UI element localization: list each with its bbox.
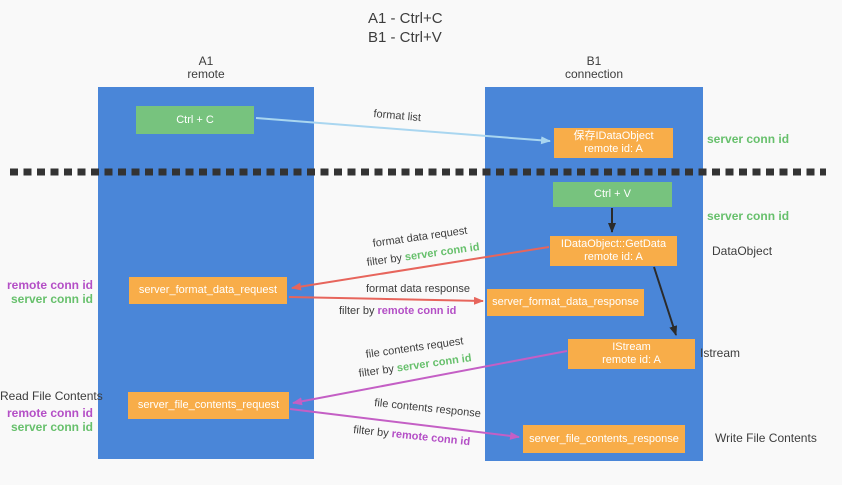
file-contents-response-filter-label: filter by remote conn id (353, 424, 471, 448)
server-format-data-response-label: server_format_data_response (492, 296, 639, 308)
filter-by-text-2: filter by (339, 305, 378, 317)
ctrl-c-label: Ctrl + C (176, 113, 214, 126)
filter-by-text-1: filter by (366, 251, 406, 269)
file-contents-response-label: file contents response (373, 397, 482, 421)
lane-b1-subtitle: connection (564, 67, 624, 81)
format-data-response-label: format data response (366, 283, 470, 295)
lane-a1-title: A1 (198, 54, 214, 68)
server-file-contents-request-label: server_file_contents_request (137, 399, 280, 411)
title-line-a1: A1 - Ctrl+C (368, 10, 443, 27)
diagram-title: A1 - Ctrl+C B1 - Ctrl+V (368, 9, 443, 47)
lane-header-b1: B1 connection (485, 55, 703, 81)
server-conn-id-label-mid: server conn id (707, 209, 790, 223)
server-conn-id-label-top: server conn id (707, 132, 790, 146)
server-file-contents-response-node: server_file_contents_response (523, 425, 685, 453)
remote-conn-id-label-2: remote conn id (6, 406, 93, 420)
lane-a1-subtitle: remote (187, 67, 225, 81)
istream-side-label: Istream (700, 346, 741, 360)
getdata-line2: remote id: A (584, 251, 643, 263)
filter-by-text-3: filter by (358, 362, 398, 380)
istream-line2: remote id: A (602, 354, 661, 366)
save-idataobject-node: 保存IDataObject remote id: A (554, 128, 673, 158)
server-file-contents-request-node: server_file_contents_request (128, 392, 289, 419)
filter-remote-conn-id-1: remote conn id (377, 305, 457, 317)
server-format-data-request-node: server_format_data_request (129, 277, 287, 304)
server-format-data-request-label: server_format_data_request (138, 284, 278, 296)
istream-node: IStream remote id: A (568, 339, 695, 369)
getdata-line1: IDataObject::GetData (560, 238, 667, 250)
ctrl-c-node: Ctrl + C (136, 106, 254, 134)
format-request-conn-id-labels: remote conn id server conn id (0, 278, 93, 306)
server-format-data-response-node: server_format_data_response (487, 289, 644, 316)
server-file-contents-response-label: server_file_contents_response (529, 432, 679, 445)
read-file-contents-label: Read File Contents (0, 389, 103, 403)
filter-server-conn-id-1: server conn id (404, 241, 481, 264)
format-data-response-arrow (288, 296, 484, 305)
filter-by-text-4: filter by (352, 424, 393, 440)
server-conn-id-label-left-2: server conn id (10, 420, 93, 434)
ctrl-v-node: Ctrl + V (553, 182, 672, 207)
ctrl-v-label: Ctrl + V (594, 188, 631, 200)
lane-b1-title: B1 (586, 54, 602, 68)
lane-header-a1: A1 remote (98, 55, 314, 81)
server-conn-id-label-left-1: server conn id (10, 292, 93, 306)
title-line-b1: B1 - Ctrl+V (368, 29, 442, 46)
save-idataobject-line1: 保存IDataObject (573, 130, 654, 142)
dataobject-label: DataObject (712, 244, 773, 258)
remote-conn-id-label-1: remote conn id (6, 278, 93, 292)
idataobject-getdata-node: IDataObject::GetData remote id: A (550, 236, 677, 266)
write-file-contents-label: Write File Contents (715, 431, 817, 445)
save-idataobject-line2: remote id: A (584, 143, 643, 155)
istream-line1: IStream (612, 341, 651, 353)
filter-server-conn-id-2: server conn id (396, 352, 473, 375)
format-data-response-filter-label: filter by remote conn id (339, 305, 456, 317)
filter-remote-conn-id-2: remote conn id (391, 428, 471, 449)
file-request-conn-id-labels: remote conn id server conn id (0, 406, 93, 434)
format-list-label: format list (372, 108, 422, 125)
